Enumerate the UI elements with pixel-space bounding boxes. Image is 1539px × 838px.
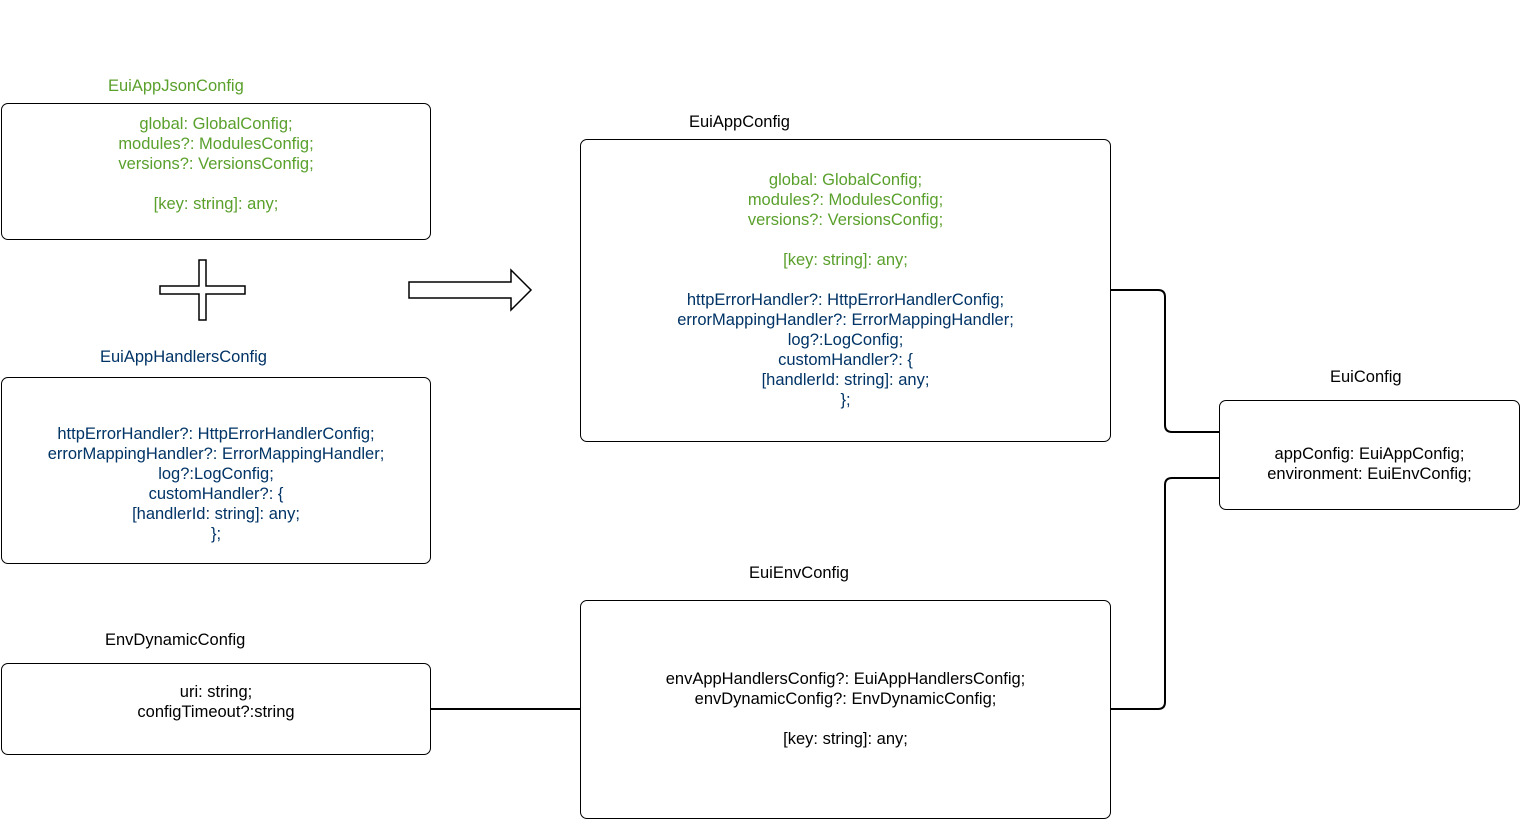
handlers-config-title: EuiAppHandlersConfig xyxy=(100,348,267,366)
eui-config-line: appConfig: EuiAppConfig; xyxy=(1274,445,1465,463)
env-config-content: envAppHandlersConfig?: EuiAppHandlersCon… xyxy=(581,669,1110,749)
app-config-line: versions?: VersionsConfig; xyxy=(747,211,944,229)
eui-config-line: environment: EuiEnvConfig; xyxy=(1267,465,1472,483)
app-config-box: global: GlobalConfig; modules?: ModulesC… xyxy=(580,139,1111,442)
handlers-config-content: httpErrorHandler?: HttpErrorHandlerConfi… xyxy=(2,424,430,544)
app-config-line xyxy=(581,230,1110,250)
json-config-line: modules?: ModulesConfig; xyxy=(118,135,314,153)
plus-icon xyxy=(159,259,246,321)
env-config-box: envAppHandlersConfig?: EuiAppHandlersCon… xyxy=(580,600,1111,819)
connector-appconfig-to-euiconfig xyxy=(1111,289,1220,433)
app-config-line: modules?: ModulesConfig; xyxy=(747,191,944,209)
env-config-line: [key: string]: any; xyxy=(783,730,908,748)
env-config-title: EuiEnvConfig xyxy=(749,564,849,582)
app-config-content: global: GlobalConfig; modules?: ModulesC… xyxy=(581,170,1110,410)
handlers-config-line: errorMappingHandler?: ErrorMappingHandle… xyxy=(47,445,385,463)
json-config-line xyxy=(2,174,430,194)
eui-config-content: appConfig: EuiAppConfig; environment: Eu… xyxy=(1220,444,1519,484)
env-config-line: envAppHandlersConfig?: EuiAppHandlersCon… xyxy=(665,670,1026,688)
app-config-title: EuiAppConfig xyxy=(689,113,790,131)
app-config-line: [handlerId: string]: any; xyxy=(761,371,930,389)
app-config-line: customHandler?: { xyxy=(778,351,913,369)
env-config-line: envDynamicConfig?: EnvDynamicConfig; xyxy=(694,690,997,708)
env-dynamic-config-line: configTimeout?:string xyxy=(137,703,295,721)
json-config-line: [key: string]: any; xyxy=(153,195,279,213)
json-config-content: global: GlobalConfig; modules?: ModulesC… xyxy=(2,114,430,214)
handlers-config-line: log?:LogConfig; xyxy=(158,465,274,483)
app-config-line: errorMappingHandler?: ErrorMappingHandle… xyxy=(677,311,1014,329)
env-dynamic-config-content: uri: string; configTimeout?:string xyxy=(2,682,430,722)
json-config-title: EuiAppJsonConfig xyxy=(108,77,244,95)
eui-config-box: appConfig: EuiAppConfig; environment: Eu… xyxy=(1219,400,1520,510)
app-config-line: global: GlobalConfig; xyxy=(768,171,923,189)
app-config-line: httpErrorHandler?: HttpErrorHandlerConfi… xyxy=(686,291,1005,309)
json-config-line: versions?: VersionsConfig; xyxy=(118,155,314,173)
handlers-config-box: httpErrorHandler?: HttpErrorHandlerConfi… xyxy=(1,377,431,564)
env-dynamic-config-line: uri: string; xyxy=(179,683,253,701)
app-config-line: [key: string]: any; xyxy=(783,251,908,269)
connector-envconfig-to-euiconfig xyxy=(1111,477,1220,710)
handlers-config-line: httpErrorHandler?: HttpErrorHandlerConfi… xyxy=(57,425,375,443)
eui-config-title: EuiConfig xyxy=(1330,368,1402,386)
env-dynamic-config-title: EnvDynamicConfig xyxy=(105,631,246,649)
app-config-line: log?:LogConfig; xyxy=(787,331,904,349)
env-dynamic-config-box: uri: string; configTimeout?:string xyxy=(1,663,431,755)
app-config-line: }; xyxy=(840,391,851,409)
env-config-line xyxy=(581,709,1110,729)
json-config-line: global: GlobalConfig; xyxy=(139,115,293,133)
handlers-config-line: }; xyxy=(210,525,222,543)
handlers-config-line: [handlerId: string]: any; xyxy=(132,505,300,523)
json-config-box: global: GlobalConfig; modules?: ModulesC… xyxy=(1,103,431,240)
right-arrow-icon xyxy=(408,268,533,312)
app-config-spacer xyxy=(581,270,1110,290)
handlers-config-line: customHandler?: { xyxy=(148,485,284,503)
